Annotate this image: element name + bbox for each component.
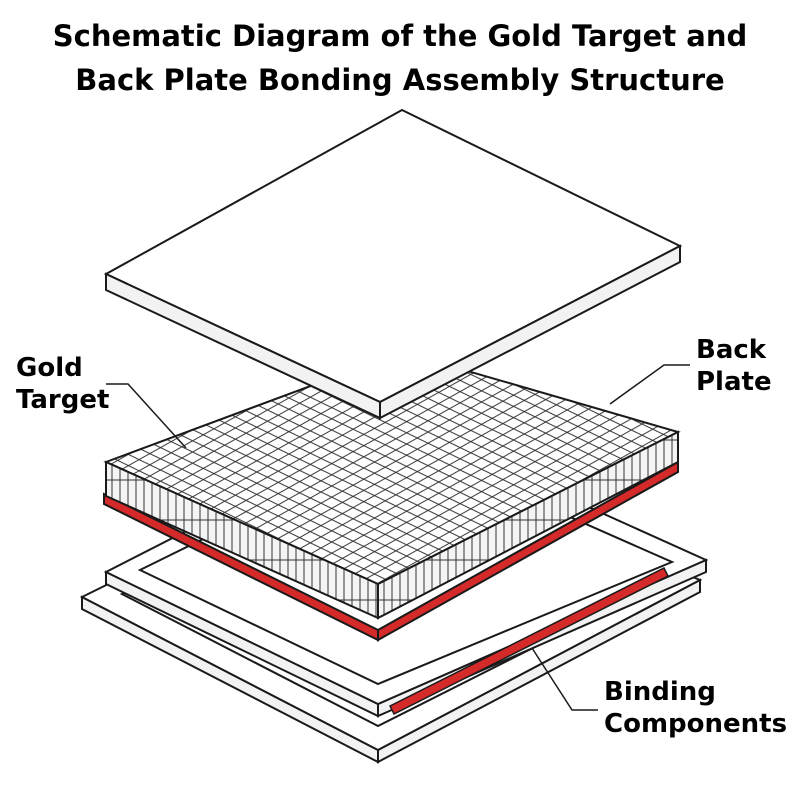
binding-label-line-1: Binding bbox=[604, 677, 716, 707]
back-plate bbox=[103, 108, 683, 420]
back-plate-side-right bbox=[379, 244, 681, 420]
binding-leader bbox=[531, 647, 598, 711]
back-plate-leader bbox=[609, 364, 690, 405]
gold-target-label: Gold Target bbox=[16, 352, 109, 416]
back-plate-top bbox=[103, 108, 683, 404]
bonding-layer bbox=[103, 460, 679, 642]
binding-components-label: Binding Components bbox=[604, 676, 787, 740]
gold-target-label-line-2: Target bbox=[16, 385, 110, 415]
binding-label-line-2: Components bbox=[604, 709, 788, 739]
title-line-1: Schematic Diagram of the Gold Target and bbox=[52, 19, 748, 53]
binding-red-strip bbox=[388, 566, 670, 716]
diagram-title: Schematic Diagram of the Gold Target and… bbox=[0, 14, 800, 102]
title-line-2: Back Plate Bonding Assembly Structure bbox=[75, 63, 725, 97]
back-plate-label: Back Plate bbox=[696, 334, 772, 398]
back-plate-label-line-2: Plate bbox=[696, 367, 772, 397]
back-plate-label-line-1: Back bbox=[696, 335, 767, 365]
leader-lines bbox=[106, 364, 690, 711]
gold-target-leader bbox=[106, 383, 187, 449]
gold-target-block bbox=[103, 350, 681, 620]
gold-target-label-line-1: Gold bbox=[16, 353, 83, 383]
gold-target-side-right bbox=[377, 430, 679, 620]
